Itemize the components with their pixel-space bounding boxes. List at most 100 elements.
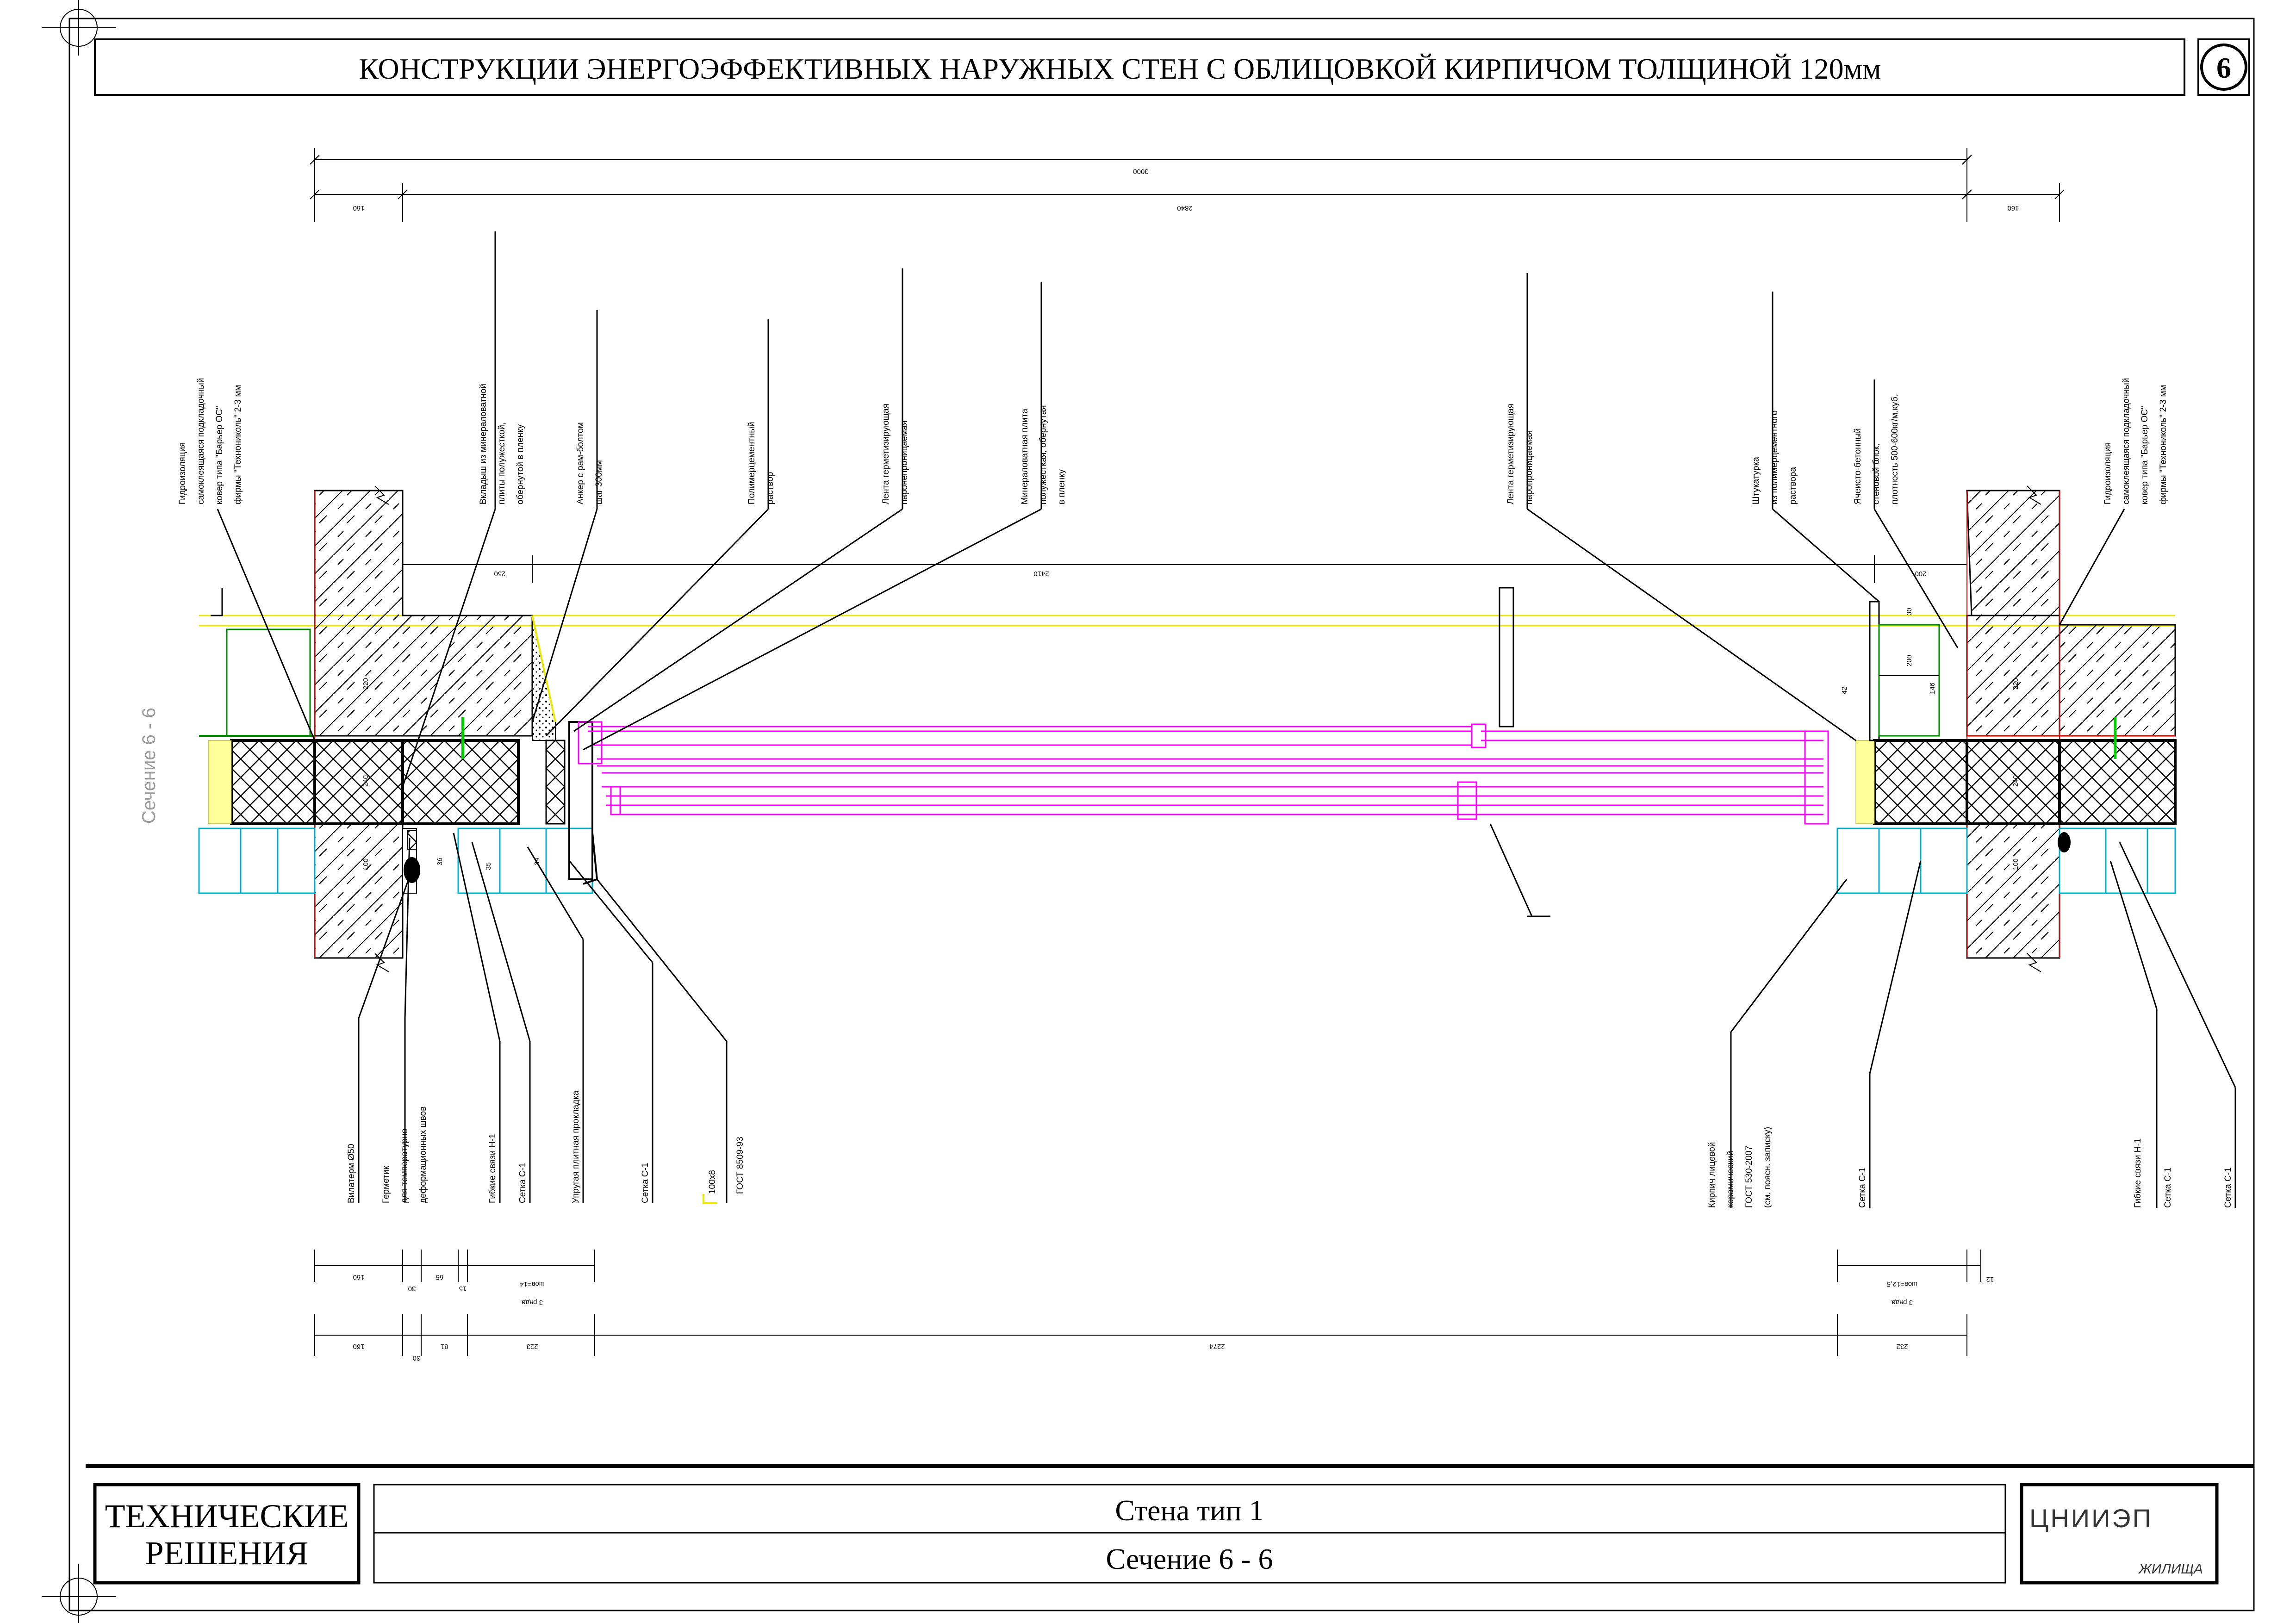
tb-row2: Сечение 6 - 6 — [1106, 1542, 1273, 1575]
svg-text:плотность 500-600кг/м.куб.: плотность 500-600кг/м.куб. — [1890, 394, 1900, 504]
svg-text:Вилатерм Ø50: Вилатерм Ø50 — [347, 1144, 356, 1203]
dim-r-w3: 146 — [1929, 683, 1936, 694]
bd1-step: шов=14 — [520, 1280, 545, 1288]
svg-text:Гибкие связи Н-1: Гибкие связи Н-1 — [2133, 1138, 2143, 1208]
label-mesh-right-2: Сетка С-1 — [2163, 1167, 2173, 1208]
sheet-number: 6 — [2216, 51, 2231, 84]
svg-text:Герметик: Герметик — [381, 1166, 391, 1203]
label-flex-ties-left: Гибкие связи Н-1 — [488, 1134, 498, 1203]
svg-text:ковер типа "Барьер ОС": ковер типа "Барьер ОС" — [2140, 406, 2150, 504]
svg-text:фирмы "Технониколь" 2-3 мм: фирмы "Технониколь" 2-3 мм — [233, 385, 243, 504]
dim-r-h2: 240 — [2012, 775, 2020, 787]
label-mesh-right-1: Сетка С-1 — [1858, 1167, 1867, 1208]
label-vilaterm: Вилатерм Ø50 — [347, 1144, 356, 1203]
svg-text:шаг 300мм: шаг 300мм — [594, 460, 604, 504]
dim-r-h1: 220 — [2012, 678, 2020, 690]
dim-opening-mid: 2410 — [1033, 570, 1049, 578]
svg-text:для температурно-: для температурно- — [400, 1126, 410, 1203]
leader-lines-top — [217, 231, 2125, 787]
dim-r-w4: 42 — [1841, 686, 1848, 694]
svg-text:Упругая плитная прокладка: Упругая плитная прокладка — [571, 1090, 581, 1203]
window-unit — [578, 721, 1829, 825]
dim-opening-left: 250 — [494, 570, 505, 578]
svg-text:паронепроницаемая: паронепроницаемая — [900, 420, 909, 504]
svg-text:Сетка С-1: Сетка С-1 — [1858, 1167, 1867, 1208]
dim-r-h3: 100 — [2012, 858, 2020, 870]
bd1-r-rows: 3 ряда — [1891, 1299, 1913, 1306]
svg-text:Лента герметизирующая: Лента герметизирующая — [1506, 404, 1516, 504]
svg-text:Лента герметизирующая: Лента герметизирующая — [881, 404, 891, 504]
dim-left: 160 — [353, 204, 364, 212]
svg-text:Гибкие связи Н-1: Гибкие связи Н-1 — [488, 1134, 498, 1203]
svg-text:Вкладыш из минераловатной: Вкладыш из минераловатной — [479, 384, 488, 504]
label-angle-steel: 100х8 ГОСТ 8509-93 — [708, 1137, 745, 1194]
dim-h3: 100 — [362, 858, 370, 870]
label-sealant: Герметик для температурно- деформационны… — [381, 1107, 428, 1203]
dim-r-w2: 200 — [1905, 655, 1913, 666]
label-flex-ties-right: Гибкие связи Н-1 — [2133, 1138, 2143, 1208]
svg-text:обернутой в пленку: обернутой в пленку — [516, 424, 525, 504]
svg-text:плиты полужесткой,: плиты полужесткой, — [497, 423, 507, 504]
svg-text:Гидроизоляция: Гидроизоляция — [178, 442, 187, 504]
label-polymer-mortar: Полимерцементный раствор — [747, 422, 775, 504]
bottom-dimension-labels: 160 30 65 15 шов=14 3 ряда шов=12,5 3 ря… — [353, 1273, 1994, 1362]
svg-text:из полимерцементного: из полимерцементного — [1770, 410, 1780, 504]
dim-middle: 2840 — [1177, 204, 1192, 212]
svg-text:Ячеисто-бетонный: Ячеисто-бетонный — [1853, 428, 1863, 504]
svg-text:Анкер с рам-болтом: Анкер с рам-болтом — [576, 422, 585, 504]
top-labels: Гидроизоляция самоклеящаяся подкладочный… — [178, 378, 2168, 504]
bd2-d: 223 — [526, 1343, 538, 1350]
bottom-labels-left: Вилатерм Ø50 Герметик для температурно- … — [347, 1090, 745, 1204]
svg-text:самоклеящаяся подкладочный: самоклеящаяся подкладочный — [196, 378, 206, 504]
bd1-d: 15 — [459, 1285, 467, 1293]
svg-text:ГОСТ 530-2007: ГОСТ 530-2007 — [1744, 1146, 1754, 1208]
svg-text:ковер типа "Барьер ОС": ковер типа "Барьер ОС" — [215, 406, 224, 504]
dim-opening-right: 200 — [1915, 570, 1926, 578]
label-facing-brick: Кирпич лицевой керамический ГОСТ 530-200… — [1707, 1127, 1773, 1208]
dim-h2: 240 — [362, 775, 370, 787]
svg-text:раствора: раствора — [1788, 467, 1798, 504]
svg-text:ГОСТ 8509-93: ГОСТ 8509-93 — [735, 1137, 745, 1194]
top-dimensions — [310, 148, 2065, 583]
tb-org: ЦНИИЭП — [2029, 1504, 2153, 1533]
page-title: КОНСТРУКЦИИ ЭНЕРГОЭФФЕКТИВНЫХ НАРУЖНЫХ С… — [359, 52, 1881, 85]
header: КОНСТРУКЦИИ ЭНЕРГОЭФФЕКТИВНЫХ НАРУЖНЫХ С… — [94, 38, 2250, 96]
leader-lines-bottom — [358, 833, 2236, 1208]
label-waterproofing-left: Гидроизоляция самоклеящаяся подкладочный… — [178, 378, 243, 504]
svg-text:фирмы "Технониколь" 2-3 мм: фирмы "Технониколь" 2-3 мм — [2159, 385, 2168, 504]
svg-text:Гидроизоляция: Гидроизоляция — [2103, 442, 2113, 504]
bottom-dimensions — [314, 1250, 1981, 1356]
label-mesh-left-1: Сетка С-1 — [518, 1163, 528, 1203]
label-elastic-pad: Упругая плитная прокладка — [571, 1090, 581, 1203]
svg-text:в пленку: в пленку — [1057, 469, 1067, 504]
label-aerated-block: Ячеисто-бетонный стеновой блок, плотност… — [1853, 394, 1900, 504]
section-label: Сечение 6 - 6 — [139, 708, 159, 824]
svg-text:Сетка С-1: Сетка С-1 — [2223, 1167, 2233, 1208]
sheet-frame — [42, 0, 2255, 1623]
svg-text:деформационных швов: деформационных швов — [418, 1107, 428, 1203]
label-sealing-tape-vapor-tight: Лента герметизирующая паронепроницаемая — [881, 404, 909, 504]
svg-text:Кирпич лицевой: Кирпич лицевой — [1707, 1142, 1717, 1208]
label-plaster: Штукатурка из полимерцементного раствора — [1751, 410, 1798, 504]
top-dimension-labels: 3000 160 2840 160 250 2410 200 — [353, 168, 2019, 578]
dim-w1: 36 — [436, 858, 444, 865]
svg-text:самоклеящаяся подкладочный: самоклеящаяся подкладочный — [2122, 378, 2131, 504]
dim-right: 160 — [2007, 204, 2019, 212]
title-block: ТЕХНИЧЕСКИЕ РЕШЕНИЯ Стена тип 1 Сечение … — [86, 1464, 2254, 1585]
bd2-a: 160 — [353, 1343, 364, 1350]
bd2-mid: 2274 — [1209, 1343, 1225, 1350]
tb-org-sub: ЖИЛИЩА — [2138, 1561, 2203, 1577]
bd2-c: 81 — [441, 1343, 448, 1350]
svg-text:паропроницаемая: паропроницаемая — [1524, 430, 1534, 504]
dim-h1: 220 — [362, 678, 370, 690]
bd1-r-step: шов=12,5 — [1887, 1280, 1917, 1288]
svg-text:100х8: 100х8 — [708, 1170, 717, 1194]
inner-dimensions: 220 240 100 220 240 100 36 35 34 30 200 … — [362, 608, 2020, 870]
svg-text:Штукатурка: Штукатурка — [1751, 457, 1761, 504]
bottom-labels-right: Кирпич лицевой керамический ГОСТ 530-200… — [1707, 1127, 2233, 1208]
svg-text:полужесткая, обернутая: полужесткая, обернутая — [1039, 405, 1048, 504]
bd1-b: 30 — [408, 1285, 416, 1293]
bd1-rows: 3 ряда — [521, 1299, 543, 1306]
label-waterproofing-right: Гидроизоляция самоклеящаяся подкладочный… — [2103, 378, 2168, 504]
